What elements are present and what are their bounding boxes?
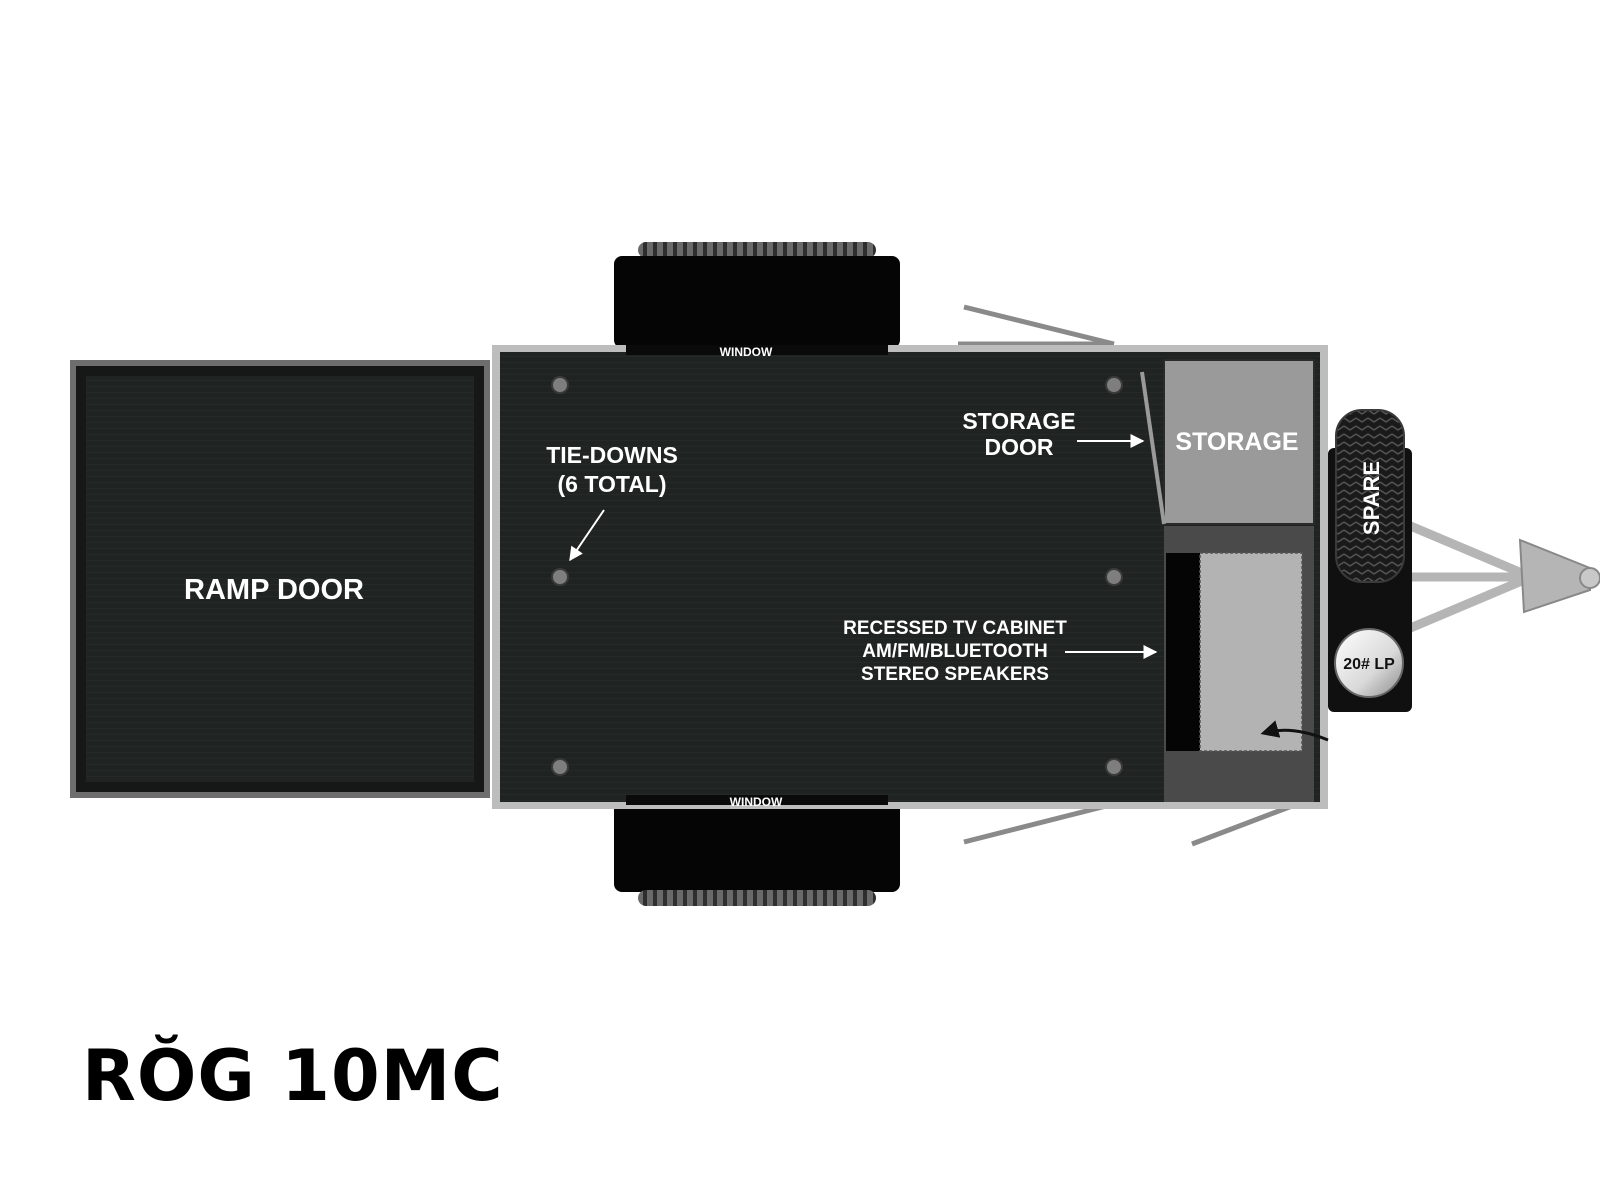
tie-down xyxy=(551,376,569,394)
window-bottom: WINDOW xyxy=(626,795,888,809)
tie-downs-label-line1: TIE-DOWNS xyxy=(546,442,678,468)
tie-down xyxy=(1105,758,1123,776)
tie-downs-callout: TIE-DOWNS (6 TOTAL) xyxy=(546,442,678,562)
window-bottom-label: WINDOW xyxy=(730,795,783,809)
tie-down xyxy=(551,758,569,776)
window-top-label: WINDOW xyxy=(720,345,773,359)
tv-label-line3: STEREO SPEAKERS xyxy=(861,664,1049,685)
front-box: SPARE 20# LP xyxy=(1328,409,1412,712)
tv-label-line1: RECESSED TV CABINET xyxy=(843,618,1067,639)
tire-bottom xyxy=(614,800,900,906)
tv-swing-arrow xyxy=(1260,720,1329,742)
storage-label: STORAGE xyxy=(1175,428,1298,456)
tie-down xyxy=(1105,568,1123,586)
tie-down-points xyxy=(551,376,1123,776)
ramp-door-label: RAMP DOOR xyxy=(184,574,364,606)
tv-label-line2: AM/FM/BLUETOOTH xyxy=(862,641,1047,662)
lp-tank-label: 20# LP xyxy=(1343,656,1395,673)
storage-door-callout: STORAGE DOOR xyxy=(962,408,1145,460)
storage-compartment: STORAGE xyxy=(1163,359,1315,525)
storage-door-swing xyxy=(1140,371,1166,525)
tv-callout: RECESSED TV CABINET AM/FM/BLUETOOTH STER… xyxy=(843,618,1158,685)
lp-tank: 20# LP xyxy=(1334,628,1404,698)
tv-cabinet xyxy=(1164,526,1329,802)
tie-downs-label-line2: (6 TOTAL) xyxy=(557,471,666,497)
spare-label: SPARE xyxy=(1359,461,1384,535)
tire-top xyxy=(614,242,900,348)
model-title: RŎG 10MC xyxy=(82,1035,504,1117)
ramp-door: RAMP DOOR xyxy=(70,360,490,798)
storage-door-label-line2: DOOR xyxy=(985,434,1054,460)
tie-downs-arrow xyxy=(569,509,605,562)
tie-down xyxy=(551,568,569,586)
storage-door-label-line1: STORAGE xyxy=(962,408,1075,434)
spare-tire: SPARE xyxy=(1335,409,1405,583)
window-top: WINDOW xyxy=(626,345,888,359)
tie-down xyxy=(1105,376,1123,394)
